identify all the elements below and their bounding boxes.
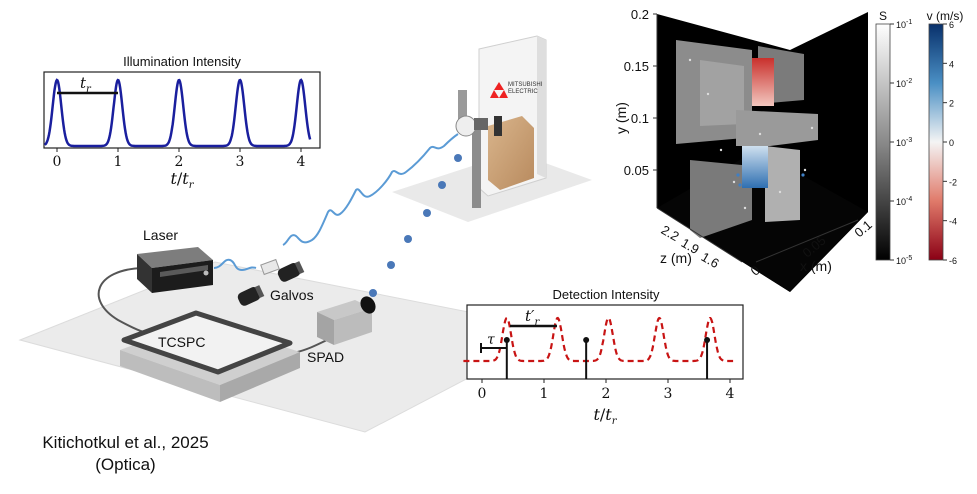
v-tick-label: -6: [949, 256, 957, 266]
detection-offset-label: τ: [487, 332, 495, 348]
detection-stem-head: [583, 337, 590, 343]
citation: Kitichotkul et al., 2025 (Optica): [18, 432, 233, 476]
detection-title: Detection Intensity: [553, 287, 660, 302]
spad-detector: [317, 296, 376, 345]
detection-chart: Detection Intensity t′r τ 0 1 2 3 4 t/tr: [463, 287, 744, 427]
v-tick-label: 6: [949, 20, 954, 30]
s-colorbar-label: S: [879, 9, 887, 23]
velocity-negative-block: [742, 146, 768, 188]
laser-label: Laser: [143, 227, 178, 243]
v-colorbar-label: v (m/s): [927, 9, 964, 23]
s-tick-label: 10-4: [896, 196, 912, 207]
v-tick-label: 4: [949, 59, 954, 69]
s-tick-label: 10-5: [896, 255, 912, 266]
illumination-ticks: 0 1 2 3 4: [53, 148, 306, 170]
z-axis-line: [656, 207, 743, 263]
citation-venue: (Optica): [95, 455, 156, 474]
pointcloud-scatter: [688, 58, 814, 210]
detection-period-label: t′r: [525, 307, 540, 328]
y-tick-label: 0.1: [631, 111, 649, 126]
detection-photon-stems: [503, 337, 711, 379]
s-tick-label: 10-2: [896, 78, 912, 89]
illumination-xlabel: t/tr: [170, 169, 194, 191]
detection-tick-label: 1: [540, 386, 549, 402]
target-fan: [455, 90, 502, 208]
x-axis-line: [755, 219, 859, 263]
v-tick-label: 2: [949, 99, 954, 109]
y-tick-label: 0.15: [624, 59, 649, 74]
s-tick-label: 10-1: [896, 19, 912, 30]
galvos-label: Galvos: [270, 287, 314, 303]
detection-curve: [463, 316, 734, 363]
s-colorbar-ticks: 10-1 10-2 10-3 10-4 10-5: [890, 19, 912, 266]
detection-tick-label: 3: [664, 386, 673, 402]
illumination-tick-label: 2: [175, 154, 184, 170]
x-axis-label: x (m): [800, 258, 832, 274]
detection-tick-label: 0: [478, 386, 487, 402]
detection-tick-label: 2: [602, 386, 611, 402]
s-colorbar: [875, 23, 891, 261]
detection-stem-head: [503, 337, 510, 343]
brand-text-line2: ELECTRIC: [508, 89, 538, 95]
tcspc-label: TCSPC: [158, 334, 205, 350]
detection-xlabel: t/tr: [593, 405, 617, 427]
detection-stem-head: [704, 337, 711, 343]
v-colorbar-ticks: 6 4 2 0 -2 -4 -6: [943, 20, 957, 266]
y-tick-label: 0.05: [624, 163, 649, 178]
spad-label: SPAD: [307, 349, 344, 365]
return-photons: [369, 154, 462, 297]
illumination-curve: [43, 78, 312, 148]
illumination-title: Illumination Intensity: [123, 54, 241, 69]
z-tick-label: 1.6: [699, 249, 722, 271]
y-ticks: 0.2 0.15 0.1 0.05: [624, 7, 657, 178]
illumination-tick-label: 1: [114, 154, 123, 170]
citation-authors: Kitichotkul et al., 2025: [42, 433, 209, 452]
detection-ticks: 0 1 2 3 4: [478, 379, 735, 402]
detection-tick-label: 4: [726, 386, 735, 402]
pointcloud-plot: 0.2 0.15 0.1 0.05 y (m) 2.21.91.6 z (m) 0 0.…: [613, 7, 963, 292]
z-ticks: 2.21.91.6: [659, 222, 722, 271]
illumination-period-label: tr: [80, 74, 92, 95]
z-tick-label: 2.2: [659, 222, 682, 244]
illumination-wave: [282, 133, 459, 246]
v-colorbar: [928, 23, 944, 261]
laser-beam-wave: [213, 258, 257, 272]
galvo-mirrors: [237, 258, 305, 306]
illumination-tick-label: 0: [53, 154, 62, 170]
v-tick-label: -2: [949, 177, 957, 187]
illumination-tick-label: 3: [236, 154, 245, 170]
laser-device: [137, 247, 213, 293]
velocity-positive-block: [752, 58, 774, 106]
y-tick-label: 0.2: [631, 7, 649, 22]
v-tick-label: 0: [949, 138, 954, 148]
illumination-chart: Illumination Intensity tr 0 1 2 3 4 t/tr: [43, 54, 321, 191]
y-axis-label: y (m): [613, 102, 629, 134]
s-tick-label: 10-3: [896, 137, 912, 148]
illumination-tick-label: 4: [297, 154, 306, 170]
z-axis-label: z (m): [660, 250, 692, 266]
pointcloud-surfaces: [676, 40, 818, 238]
brand-text-line1: MITSUBISHI: [508, 82, 543, 88]
illumination-frame: [43, 71, 321, 149]
tcspc-device: [120, 310, 300, 402]
v-tick-label: -4: [949, 217, 957, 227]
